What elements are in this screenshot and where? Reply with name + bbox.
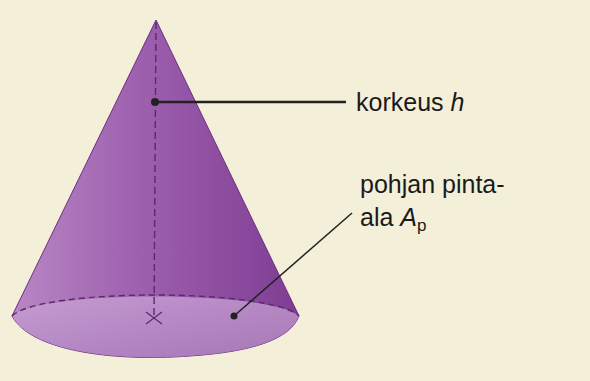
base-area-label: pohjan pinta-ala — [360, 170, 505, 231]
height-label: korkeus — [356, 88, 444, 116]
height-symbol: h — [451, 88, 465, 116]
label-group: korkeus h — [356, 86, 576, 119]
label-group: pohjan pinta-ala Ap — [360, 168, 530, 242]
area-subscript: p — [417, 216, 426, 235]
area-symbol: A — [400, 203, 417, 231]
